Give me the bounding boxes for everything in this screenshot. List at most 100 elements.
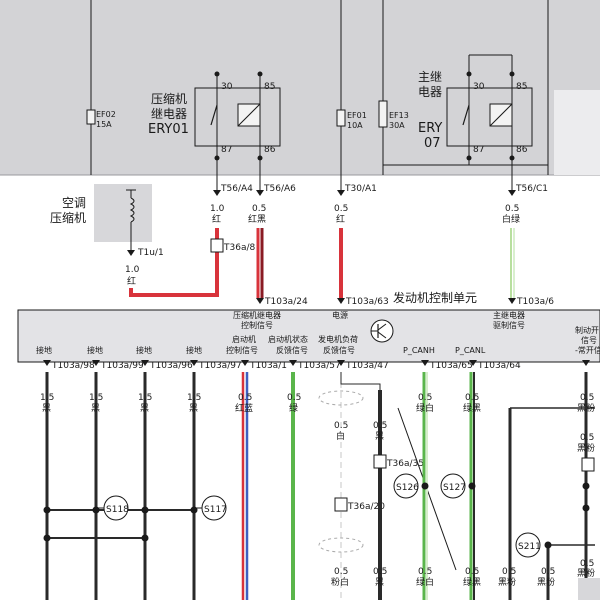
fuse-ef02: EF02 15A [86, 95, 116, 140]
ecu-pin-label: 接地 [87, 345, 103, 355]
ecu-pin-label: 反馈信号 [276, 345, 308, 355]
connector-icon [334, 497, 348, 512]
lower-wiring: 1.5 黑 1.5 黑 1.5 黑 1.5 黑 S118 S117 0.5 红蓝… [40, 360, 600, 600]
connector-label: T103a/47 [345, 361, 389, 371]
connector-icon [581, 457, 595, 472]
wire-size: 1.5 [138, 393, 152, 403]
wire-color: 黑 [140, 403, 149, 414]
connector-label: T103a/1 [249, 361, 287, 371]
wire-color: 绿黑 [463, 402, 481, 414]
wire-color: 红 [212, 213, 221, 225]
wire-color: 绿白 [416, 402, 434, 414]
ecu-pin-label: 接地 [36, 345, 52, 355]
wire-size: 1.5 [187, 393, 201, 403]
ecu-pin-label: P_CANL [455, 346, 486, 355]
wire-size: 1.0 [210, 204, 225, 214]
wire-color: 白绿 [502, 213, 520, 225]
wire-color: 绿黑 [463, 576, 481, 588]
wire-size: 0.5 [502, 567, 516, 577]
wire-size: 1.5 [40, 393, 54, 403]
wire-size: 0.5 [465, 567, 479, 577]
ecu-pin-label: -常开信 [575, 345, 600, 355]
mid-connector-label: T36a/35 [386, 459, 424, 469]
compressor-name-line1: 空调 [62, 196, 86, 210]
wire-size: 0.5 [334, 421, 348, 431]
wire-size: 0.5 [334, 567, 348, 577]
fuse-rating: 10A [347, 121, 363, 130]
connector-icon [210, 238, 224, 253]
fuse-rating: 30A [389, 121, 405, 130]
wire-color: 黑 [375, 431, 384, 442]
ecu-pin-label: 接地 [136, 345, 152, 355]
right-component-block [578, 578, 600, 600]
compressor-wire-color: 红 [127, 275, 136, 287]
relay-name-line2: 电器 [418, 85, 442, 99]
fuse-name: EF01 [347, 111, 367, 120]
wire-color: 黑粉 [577, 402, 595, 414]
wire-color: 黑粉 [577, 442, 595, 454]
wire-size: 0.5 [238, 393, 252, 403]
wire-color: 黑 [375, 577, 384, 588]
wire-size: 0.5 [334, 204, 348, 214]
connector-label: T103a/64 [477, 361, 521, 371]
ecu-pin-label: 压缩机继电器 [233, 310, 281, 320]
pin-label: 86 [264, 145, 276, 155]
wire-size: 0.5 [287, 393, 301, 403]
splice-s117 [201, 495, 227, 521]
ecu-pin-label: 控制信号 [226, 345, 258, 355]
connector-label: T103a/97 [198, 361, 242, 371]
connector-icon [373, 454, 387, 469]
pin-label: 87 [473, 145, 484, 155]
relay-code-line2: 07 [424, 136, 441, 151]
splice-s127 [440, 473, 466, 499]
wire-size: 0.5 [580, 393, 594, 403]
splice-label: S126 [396, 483, 419, 493]
compressor-box [94, 184, 152, 242]
wire-size: 0.5 [465, 393, 479, 403]
ecu-pin-label: P_CANH [403, 346, 435, 355]
coil-icon [129, 197, 135, 223]
wire-color: 白 [336, 430, 345, 442]
junction-label: T36a/8 [223, 243, 255, 253]
splice-label: S211 [518, 542, 541, 552]
wire-size: 0.5 [252, 204, 266, 214]
relay-name-line2: 继电器 [151, 107, 187, 121]
relay-ery01: 压缩机 继电器 ERY01 30 85 87 86 [148, 71, 281, 180]
wire-color: 黑 [189, 403, 198, 414]
wire-size: 0.5 [418, 567, 432, 577]
wire-color: 红 [336, 213, 345, 225]
ecu-pin-label: 制动开 [575, 325, 599, 335]
wire-color: 绿 [289, 402, 298, 414]
pin-label: 85 [516, 82, 527, 92]
pin-label: 85 [264, 82, 275, 92]
splice-label: S127 [443, 483, 466, 493]
wire-size: 0.5 [541, 567, 555, 577]
connector-label: T103a/63 [345, 297, 389, 307]
ecu-bottom-connectors: T103a/98 T103a/99 T103a/96 T103a/97 T103… [43, 360, 521, 371]
ecu-pin-label: 启动机 [232, 334, 256, 344]
wire-color: 黑粉 [577, 567, 595, 579]
connector-label: T56/A4 [220, 184, 253, 194]
pin-label: 87 [221, 145, 232, 155]
splice-label: S118 [106, 505, 129, 515]
compressor-name-line2: 压缩机 [50, 210, 86, 225]
relay-code: ERY01 [148, 122, 189, 137]
compressor-wire-size: 1.0 [125, 265, 140, 275]
relay-ery07: 主继 电器 ERY 07 30 85 87 86 [383, 54, 548, 180]
wire-size: 0.5 [418, 393, 432, 403]
wire-size: 1.5 [89, 393, 103, 403]
connector-label: T56/A6 [263, 184, 296, 194]
pin-label: 30 [473, 82, 485, 92]
mid-connector-label: T36a/20 [347, 502, 385, 512]
wire-red-compressor [129, 228, 219, 297]
splice-label: S117 [204, 505, 227, 515]
splice-s126 [393, 473, 419, 499]
wire-size: 0.5 [373, 567, 387, 577]
connector-label: T103a/96 [149, 361, 193, 371]
ecu-pin-label: 主继电器 [493, 310, 525, 320]
fuse-rating: 15A [96, 120, 112, 129]
pin-label: 86 [516, 145, 528, 155]
relay-code-line1: ERY [418, 121, 442, 136]
wire-size: 0.5 [373, 421, 387, 431]
